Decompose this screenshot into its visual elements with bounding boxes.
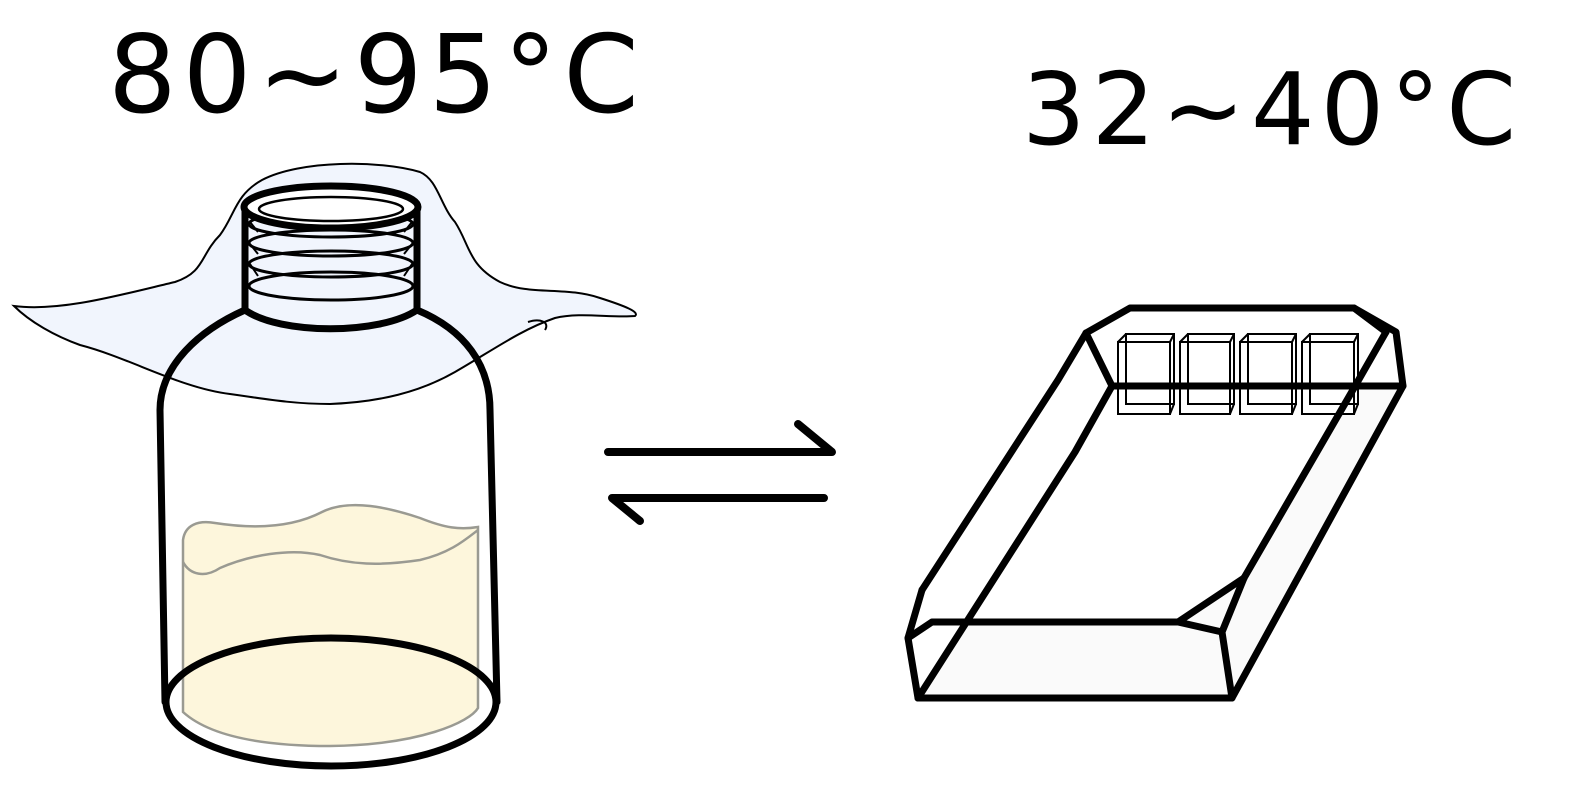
hot-temperature-label: 80~95°C (108, 13, 645, 138)
reverse-arrow (608, 494, 828, 525)
liquid-surface (181, 529, 479, 576)
cool-temperature-label: 32~40°C (1022, 51, 1523, 168)
thread-hatch-left-1 (249, 221, 259, 233)
cloth-drape (11, 162, 637, 406)
bottle-with-liquid-icon (11, 162, 637, 770)
thread-hatch-right-3 (403, 263, 413, 277)
mold-3 (1239, 333, 1297, 415)
mold-2 (1179, 333, 1235, 415)
reversible-arrows-icon (604, 420, 836, 525)
liquid-fill (181, 503, 480, 748)
thread-hatch-left-2 (249, 243, 259, 255)
tray-outline (904, 304, 1407, 702)
mold-group (1117, 333, 1359, 415)
mold-1 (1117, 333, 1175, 415)
thread-hatch-left-3 (249, 263, 259, 277)
bottle-body (156, 306, 501, 706)
cloth-fold (527, 319, 548, 331)
bottle-mouth-inner (257, 195, 405, 223)
thread-hatch-right-1 (403, 221, 413, 233)
mold-4 (1301, 333, 1359, 415)
tray-with-molds-icon (904, 304, 1407, 702)
thread-hatch-right-2 (403, 243, 413, 255)
thread-ring-3 (247, 249, 415, 279)
bottle-base (162, 634, 500, 770)
forward-arrow (604, 420, 836, 456)
shoulder-curve (241, 306, 421, 333)
thread-ring-4 (247, 270, 415, 302)
